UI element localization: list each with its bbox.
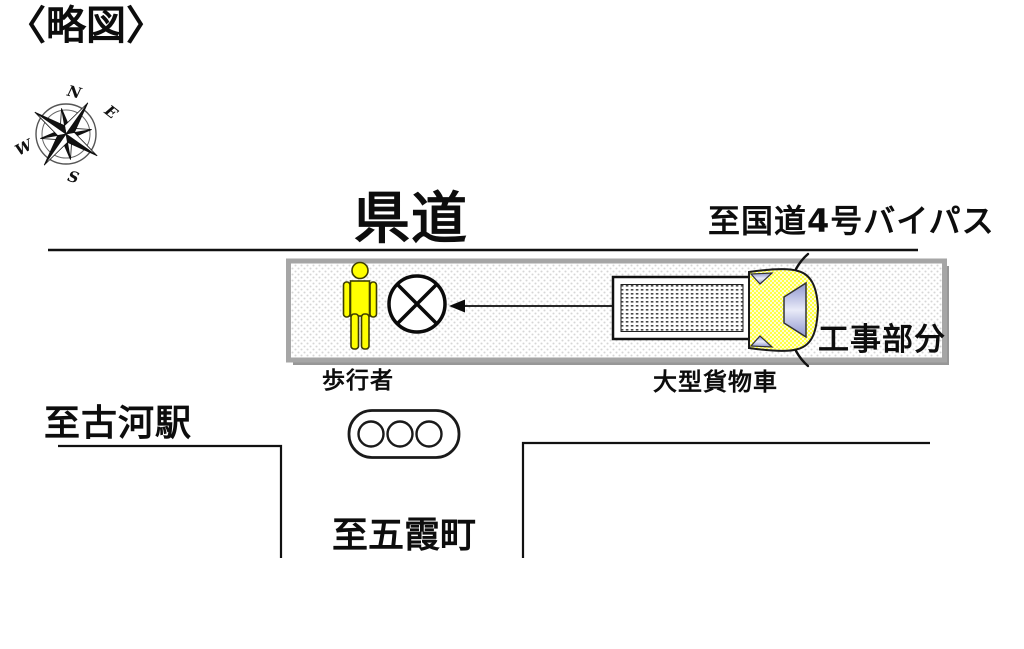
page-title: 〈略図〉: [6, 3, 166, 49]
compass-south-label: S: [66, 167, 82, 187]
truck-icon: [611, 252, 820, 368]
koga-station-direction-label: 至古河駅: [44, 403, 193, 444]
collision-marker-icon: [387, 274, 447, 334]
construction-section-label: 工事部分: [818, 322, 946, 358]
road-line-right: [521, 441, 930, 558]
compass-rose-icon: N E S W: [12, 82, 122, 188]
traffic-signal-icon: [347, 409, 461, 459]
compass-east-label: E: [100, 101, 121, 123]
pedestrian-label: 歩行者: [322, 368, 394, 394]
road-line-left: [58, 444, 283, 558]
compass-west-label: W: [12, 135, 37, 160]
route4-bypass-direction-label: 至国道4号バイパス: [708, 202, 995, 240]
pedestrian-icon: [342, 261, 378, 350]
large-truck-label: 大型貨物車: [653, 368, 778, 396]
prefectural-road-label: 県道: [354, 187, 468, 252]
compass-north-label: N: [64, 82, 84, 103]
goka-town-direction-label: 至五霞町: [332, 515, 477, 556]
travel-direction-arrow-icon: [449, 299, 613, 313]
